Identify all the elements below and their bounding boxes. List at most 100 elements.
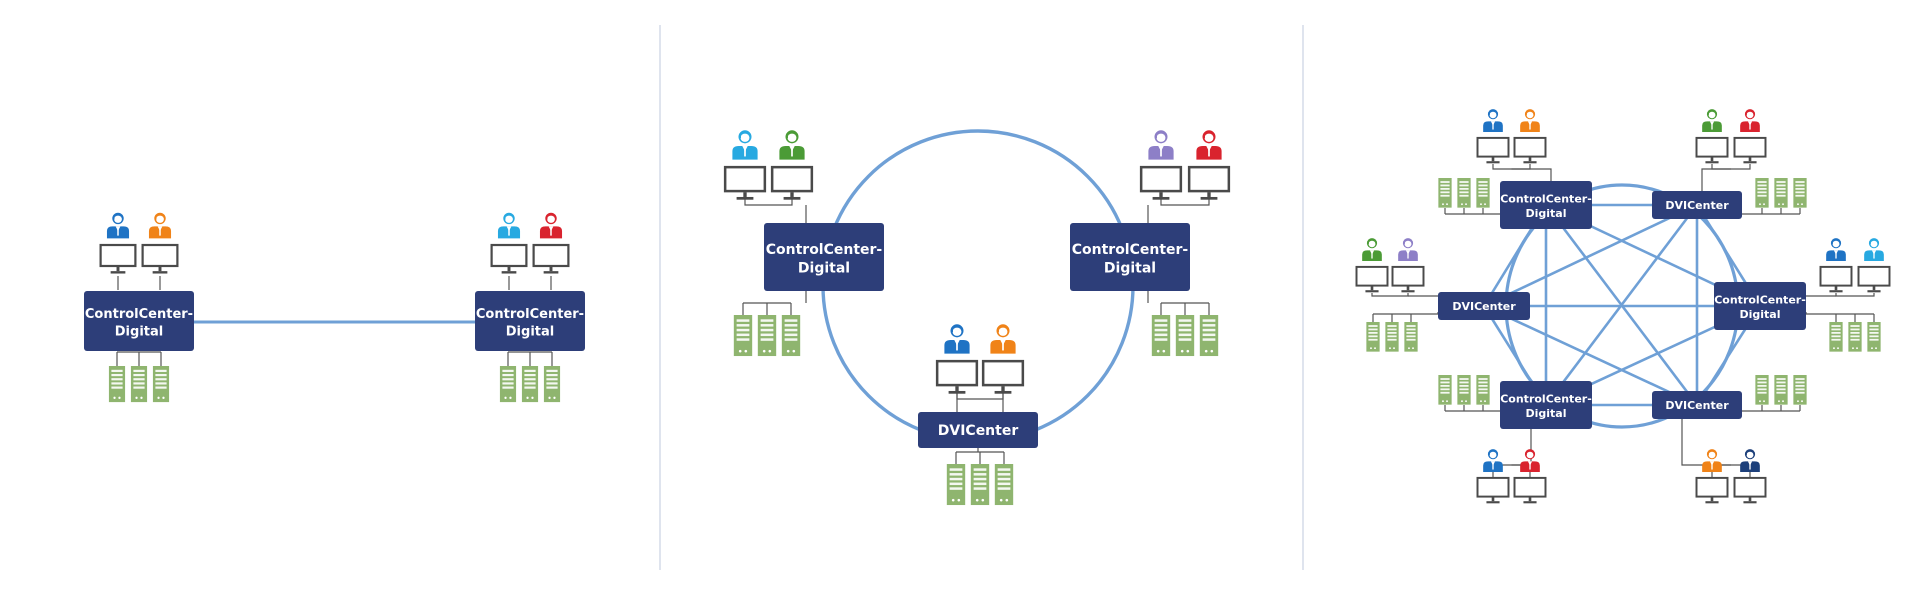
- node-label-line1: ControlCenter-: [1500, 393, 1592, 406]
- server-slot: [1776, 181, 1786, 183]
- wire: [744, 199, 793, 206]
- wire: [1160, 199, 1210, 206]
- monitor-icon: [1391, 265, 1425, 293]
- monitor-base: [1705, 501, 1719, 504]
- server-slot: [1757, 388, 1767, 391]
- monitor-neck: [1748, 157, 1752, 162]
- node-label-line1: ControlCenter-: [476, 307, 584, 322]
- user-tie: [1002, 342, 1004, 351]
- monitor-neck: [955, 386, 959, 391]
- user-ear: [1488, 452, 1490, 456]
- server-slot: [1795, 181, 1805, 183]
- monitor-screen: [770, 165, 814, 193]
- node-box: [764, 223, 884, 291]
- switch-node: ControlCenter-Digital: [1070, 223, 1190, 291]
- monitor-icon: [532, 243, 570, 274]
- monitor-base: [948, 390, 966, 394]
- node-label-line2: Digital: [506, 324, 554, 339]
- server-icon: [1829, 322, 1843, 352]
- monitor-base: [1486, 501, 1500, 504]
- server-led: [768, 349, 772, 353]
- monitor-neck: [1159, 192, 1163, 197]
- node-label-line1: ControlCenter-: [1072, 242, 1189, 258]
- server-slot: [736, 328, 750, 332]
- monitor-neck: [790, 192, 794, 197]
- server-icon: [108, 366, 126, 403]
- monitor-screen: [1695, 136, 1729, 158]
- server-slot: [546, 386, 558, 389]
- server-slot: [1478, 378, 1488, 380]
- user-ear: [1707, 112, 1709, 116]
- node-label-line1: ControlCenter-: [1500, 193, 1592, 206]
- user-icon: [1826, 238, 1846, 261]
- user-ear: [112, 216, 115, 220]
- monitor-icon: [1476, 136, 1510, 164]
- server-slot: [1387, 328, 1397, 331]
- server-slot: [1178, 324, 1192, 327]
- server-slot: [1776, 187, 1786, 190]
- monitor-base: [152, 271, 168, 274]
- user-icon: [497, 212, 521, 239]
- server-icon: [733, 315, 753, 357]
- wire: [1511, 168, 1552, 181]
- server-slot: [997, 477, 1011, 481]
- server-led: [792, 349, 796, 353]
- server-icon: [1438, 178, 1452, 208]
- server-slot: [155, 386, 167, 389]
- server-slot: [1154, 328, 1168, 332]
- server-slot: [133, 373, 145, 377]
- node-label-line1: ControlCenter-: [1714, 294, 1806, 307]
- monitor-screen: [723, 165, 767, 193]
- monitor-screen: [1513, 136, 1547, 158]
- node-label-line1: DVICenter: [1452, 300, 1516, 313]
- server-icon: [1867, 322, 1881, 352]
- server-led: [1875, 347, 1877, 350]
- server-slot: [1154, 338, 1168, 341]
- server-slot: [1795, 378, 1805, 380]
- monitor-neck: [158, 267, 162, 272]
- monitor-neck: [1528, 157, 1532, 162]
- user-ear: [1869, 241, 1871, 245]
- server-icon: [1476, 375, 1490, 405]
- server-slot: [1178, 328, 1192, 332]
- server-slot: [1178, 319, 1192, 322]
- server-icon: [781, 315, 801, 357]
- server-slot: [111, 386, 123, 389]
- user-face: [998, 327, 1008, 336]
- server-icon: [521, 366, 539, 403]
- server-slot: [155, 369, 167, 372]
- server-icon: [1404, 322, 1418, 352]
- server-slot: [973, 482, 987, 486]
- monitor-base: [1152, 196, 1170, 200]
- monitor-icon: [1139, 165, 1183, 200]
- server-icon: [1175, 315, 1195, 357]
- server-led: [975, 498, 979, 502]
- user-tie: [550, 228, 552, 236]
- server-led: [1801, 400, 1803, 403]
- monitor-base: [1200, 196, 1218, 200]
- monitor-screen: [1187, 165, 1231, 193]
- monitor-screen: [1476, 136, 1510, 158]
- user-ear: [1745, 452, 1747, 456]
- server-slot: [1757, 391, 1767, 394]
- monitor-neck: [1370, 286, 1374, 291]
- server-icon: [1385, 322, 1399, 352]
- server-slot: [546, 378, 558, 381]
- monitor-neck: [1710, 497, 1714, 502]
- node-box: [475, 291, 585, 351]
- devices-layer: ControlCenter-DigitalControlCenter-Digit…: [84, 109, 1891, 506]
- user-tie: [1711, 462, 1713, 470]
- server-slot: [1478, 391, 1488, 394]
- server-slot: [760, 328, 774, 332]
- server-led: [504, 396, 507, 399]
- server-led: [1442, 203, 1444, 206]
- node-label-line1: DVICenter: [1665, 199, 1729, 212]
- monitor-icon: [1187, 165, 1231, 200]
- monitor-base: [1523, 501, 1537, 504]
- user-icon: [1520, 109, 1540, 132]
- monitor-screen: [141, 243, 179, 268]
- switch-node: DVICenter: [1438, 292, 1530, 320]
- server-slot: [784, 333, 798, 337]
- monitor-neck: [549, 267, 553, 272]
- monitor-icon: [1695, 136, 1729, 164]
